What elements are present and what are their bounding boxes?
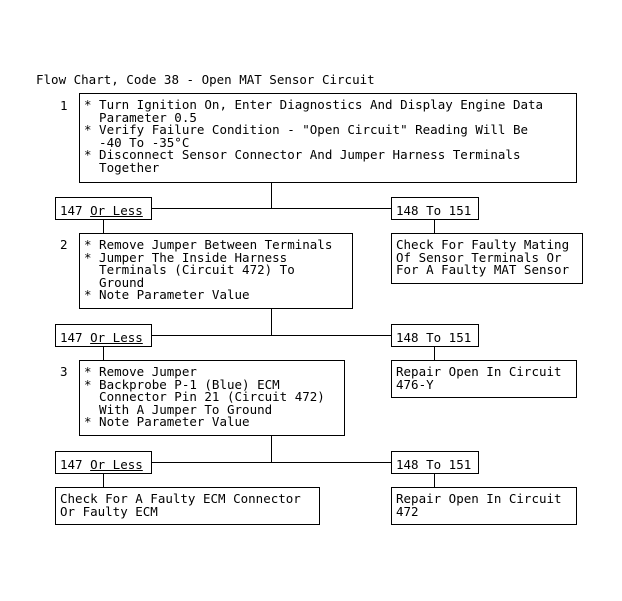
- step-1-line: -40 To -35°C: [84, 134, 190, 150]
- step-1-line: Parameter 0.5: [84, 109, 197, 125]
- result-line: Of Sensor Terminals Or: [396, 249, 562, 265]
- branch-1-low-box: 147 Or Less: [55, 197, 152, 220]
- branch-3-low-underlined: Or Less: [90, 457, 143, 472]
- branch-1-mid-label: 148 To 151: [396, 203, 472, 218]
- connector-line: [151, 462, 392, 463]
- step-3-number: 3: [60, 364, 68, 379]
- branch-3-mid-box: 148 To 151: [391, 451, 479, 474]
- step-2-line: Ground: [84, 274, 145, 290]
- branch-2-low-underlined: Or Less: [90, 330, 143, 345]
- branch-3-mid-label: 148 To 151: [396, 457, 472, 472]
- step-2-line: * Remove Jumper Between Terminals: [84, 237, 333, 252]
- step-2-box: * Remove Jumper Between Terminals * Jump…: [79, 233, 353, 309]
- connector-line: [151, 335, 392, 336]
- connector-line: [434, 347, 435, 360]
- result-line: Repair Open In Circuit: [396, 364, 562, 379]
- result-line: 476-Y: [396, 376, 434, 392]
- result-line: Repair Open In Circuit: [396, 491, 562, 506]
- result-repair-472-box: Repair Open In Circuit 472: [391, 487, 577, 525]
- branch-1-low-underlined: Or Less: [90, 203, 143, 218]
- connector-line: [271, 183, 272, 208]
- result-line: For A Faulty MAT Sensor: [396, 262, 570, 278]
- result-line: Check For A Faulty ECM Connector: [60, 491, 301, 506]
- branch-3-low-box: 147 Or Less: [55, 451, 152, 474]
- step-2-number: 2: [60, 237, 68, 252]
- result-faulty-mating-box: Check For Faulty Mating Of Sensor Termin…: [391, 233, 583, 284]
- branch-2-low-box: 147 Or Less: [55, 324, 152, 347]
- result-line: 472: [396, 503, 419, 519]
- connector-line: [271, 309, 272, 335]
- connector-line: [151, 208, 392, 209]
- step-3-line: Connector Pin 21 (Circuit 472): [84, 389, 325, 405]
- branch-1-mid-box: 148 To 151: [391, 197, 479, 220]
- step-2-line: * Note Parameter Value: [84, 287, 250, 303]
- branch-3-low-prefix: 147: [60, 457, 91, 472]
- result-line: Check For Faulty Mating: [396, 237, 570, 252]
- branch-2-mid-box: 148 To 151: [391, 324, 479, 347]
- connector-line: [103, 347, 104, 360]
- step-3-line: * Backprobe P-1 (Blue) ECM: [84, 376, 280, 392]
- result-line: Or Faulty ECM: [60, 503, 158, 519]
- step-3-line: With A Jumper To Ground: [84, 401, 273, 417]
- branch-1-low-prefix: 147: [60, 203, 91, 218]
- step-1-line: * Turn Ignition On, Enter Diagnostics An…: [84, 97, 544, 112]
- connector-line: [434, 220, 435, 233]
- step-1-number: 1: [60, 98, 68, 113]
- step-1-line: * Disconnect Sensor Connector And Jumper…: [84, 147, 521, 163]
- connector-line: [271, 436, 272, 462]
- connector-line: [434, 474, 435, 487]
- step-3-line: * Remove Jumper: [84, 364, 197, 379]
- chart-title: Flow Chart, Code 38 - Open MAT Sensor Ci…: [36, 72, 375, 87]
- step-2-line: Terminals (Circuit 472) To: [84, 262, 295, 278]
- step-3-line: * Note Parameter Value: [84, 414, 250, 430]
- connector-line: [103, 220, 104, 233]
- result-faulty-ecm-box: Check For A Faulty ECM Connector Or Faul…: [55, 487, 320, 525]
- step-1-line: * Verify Failure Condition - "Open Circu…: [84, 122, 529, 138]
- result-repair-476y-box: Repair Open In Circuit 476-Y: [391, 360, 577, 398]
- branch-2-low-prefix: 147: [60, 330, 91, 345]
- connector-line: [103, 474, 104, 487]
- step-2-line: * Jumper The Inside Harness: [84, 249, 288, 265]
- step-3-box: * Remove Jumper * Backprobe P-1 (Blue) E…: [79, 360, 345, 436]
- step-1-line: Together: [84, 159, 160, 175]
- step-1-box: * Turn Ignition On, Enter Diagnostics An…: [79, 93, 577, 183]
- branch-2-mid-label: 148 To 151: [396, 330, 472, 345]
